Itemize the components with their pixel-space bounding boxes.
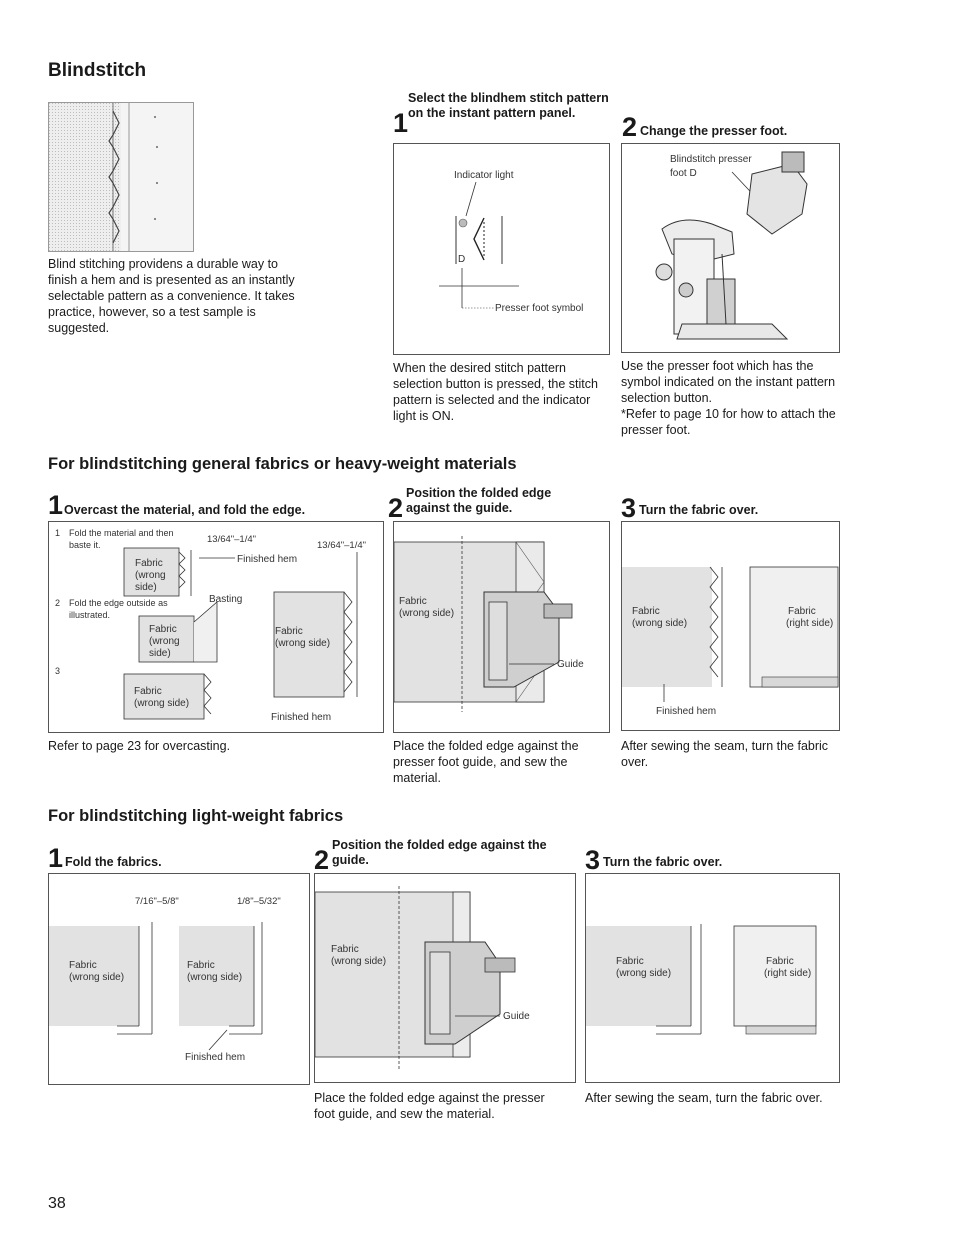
step-number: 3 (585, 845, 601, 875)
step-instruction: Fold the fabrics. (65, 855, 162, 869)
fabric-label: (wrong side) (399, 608, 454, 619)
substep-text: Fold the edge outside as (69, 598, 168, 608)
step-number: 2 (388, 493, 404, 523)
fabric-label: Fabric (766, 956, 794, 967)
d-symbol-label: D (458, 254, 465, 265)
fabric-label: side) (149, 648, 171, 659)
step-caption: Use the presser foot which has the symbo… (621, 359, 836, 405)
step-instruction: Position the folded edge against the gui… (332, 838, 547, 867)
presser-foot-symbol-label: Presser foot symbol (495, 303, 583, 314)
finished-hem-label: Finished hem (656, 706, 716, 717)
substep-text: baste it. (69, 540, 101, 550)
fabric-label: Fabric (69, 960, 97, 971)
indicator-light-label: Indicator light (454, 170, 514, 181)
turn-fabric-over-diagram: Fabric (wrong side) Finished hem Fabric … (621, 521, 840, 731)
step-number: 2 (622, 112, 638, 142)
step-number: 2 (314, 845, 330, 875)
substep-text: Fold the material and then (69, 528, 174, 538)
step-caption: Place the folded edge against the presse… (393, 739, 579, 785)
step-instruction: Turn the fabric over. (639, 503, 759, 517)
step-caption: After sewing the seam, turn the fabric o… (621, 739, 829, 769)
presser-foot-label: foot D (670, 168, 697, 179)
dimension-label: 13/64"–1/4" (317, 540, 366, 551)
fabric-label: (wrong side) (69, 972, 124, 983)
fabric-label: (wrong side) (632, 618, 687, 629)
fabric-label: Fabric (275, 626, 303, 637)
fabric-label: Fabric (632, 606, 660, 617)
step-caption: When the desired stitch pattern selectio… (393, 361, 598, 423)
instant-pattern-panel-diagram: Indicator light D Presser foot symbol (393, 143, 610, 355)
substep-text: illustrated. (69, 610, 110, 620)
finished-hem-label: Finished hem (271, 712, 331, 723)
fabric-label: Fabric (134, 686, 162, 697)
step-number: 1 (48, 843, 64, 873)
fabric-label: (right side) (764, 968, 811, 979)
fold-fabrics-diagram: 7/16"–5/8" 1/8"–5/32" Fabric (wrong side… (48, 873, 310, 1085)
basting-label: Basting (209, 594, 242, 605)
fabric-label: side) (135, 582, 157, 593)
fabric-label: (wrong (135, 570, 166, 581)
finished-hem-label: Finished hem (237, 554, 297, 565)
fabric-label: Fabric (135, 558, 163, 569)
dimension-label: 7/16"–5/8" (135, 896, 179, 907)
turn-fabric-over-diagram: Fabric (wrong side) Fabric (right side) (585, 873, 840, 1083)
dimension-label: 1/8"–5/32" (237, 896, 281, 907)
guide-label: Guide (557, 659, 584, 670)
fabric-label: (right side) (786, 618, 833, 629)
step-caption: Refer to page 23 for overcasting. (48, 739, 231, 753)
step-caption: After sewing the seam, turn the fabric o… (585, 1091, 823, 1105)
overcast-fold-diagram: 1 Fold the material and then baste it. 1… (48, 521, 384, 733)
step-instruction: Select the blindhem stitch pattern on th… (408, 91, 609, 120)
fabric-label: Fabric (399, 596, 427, 607)
folded-edge-guide-diagram: Fabric (wrong side) Guide (393, 521, 610, 733)
step-number: 3 (621, 493, 637, 523)
fabric-label: (wrong side) (187, 972, 242, 983)
substep-number: 3 (55, 666, 60, 676)
finished-hem-label: Finished hem (185, 1052, 245, 1063)
section-title-blindstitch: Blindstitch (48, 60, 147, 81)
page-number: 38 (48, 1195, 66, 1212)
fabric-label: Fabric (616, 956, 644, 967)
step-note: *Refer to page 10 for how to attach the … (621, 407, 836, 437)
substep-number: 2 (55, 598, 60, 608)
fabric-label: (wrong side) (616, 968, 671, 979)
step-instruction: Change the presser foot. (640, 124, 788, 138)
substep-number: 1 (55, 528, 60, 538)
fabric-label: Fabric (331, 944, 359, 955)
step-number: 1 (393, 108, 409, 138)
step-instruction: Turn the fabric over. (603, 855, 723, 869)
section-title-light-fabrics: For blindstitching light-weight fabrics (48, 807, 344, 825)
fabric-label: Fabric (149, 624, 177, 635)
blindstitch-intro-text: Blind stitching providens a durable way … (48, 257, 295, 335)
step-instruction: Position the folded edge against the gui… (406, 486, 552, 515)
section-title-general-fabrics: For blindstitching general fabrics or he… (48, 455, 517, 473)
step-instruction: Overcast the material, and fold the edge… (64, 503, 306, 517)
fabric-label: (wrong side) (275, 638, 330, 649)
blindstitch-sample-image (48, 102, 194, 252)
fabric-label: (wrong side) (134, 698, 189, 709)
presser-foot-diagram: Blindstitch presser foot D (621, 143, 840, 353)
guide-label: Guide (503, 1011, 530, 1022)
fabric-label: Fabric (788, 606, 816, 617)
fabric-label: Fabric (187, 960, 215, 971)
step-caption: Place the folded edge against the presse… (314, 1091, 545, 1121)
fabric-label: (wrong (149, 636, 180, 647)
dimension-label: 13/64"–1/4" (207, 534, 256, 545)
step-number: 1 (48, 490, 64, 520)
folded-edge-guide-diagram: Fabric (wrong side) Guide (314, 873, 576, 1083)
presser-foot-label: Blindstitch presser (670, 154, 752, 165)
fabric-label: (wrong side) (331, 956, 386, 967)
